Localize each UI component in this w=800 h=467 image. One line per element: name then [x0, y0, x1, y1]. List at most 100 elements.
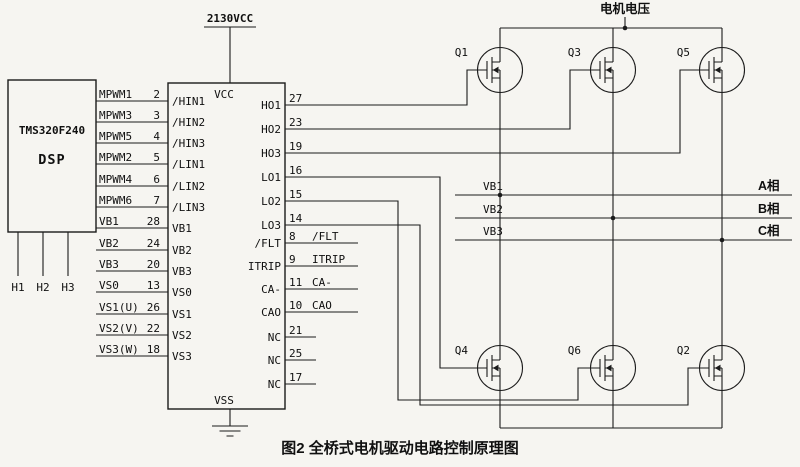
signal-label: MPWM3	[99, 109, 132, 122]
ic-right-pin-label: LO1	[261, 171, 281, 184]
ic-right-pin-number: 8	[289, 230, 296, 243]
signal-pin-number: 7	[153, 194, 160, 207]
ic-right-pin-number: 17	[289, 371, 302, 384]
ic-right-pin-label: HO1	[261, 99, 281, 112]
ic-vss-pin-label: VSS	[214, 394, 234, 407]
ic-left-pin-label: VS2	[172, 329, 192, 342]
hall-pin-label: H2	[36, 281, 49, 294]
mosfet-q5	[698, 46, 746, 94]
ic-right-pin-label: /FLT	[255, 237, 282, 250]
ic-right-pin-label: NC	[268, 378, 281, 391]
dsp-part-label: TMS320F240	[19, 124, 85, 137]
vcc-net-label: 2130VCC	[207, 12, 253, 25]
signal-label: MPWM5	[99, 130, 132, 143]
phase-name-label: B相	[758, 201, 780, 216]
signal-label: VS2(V)	[99, 322, 139, 335]
signal-label: VS1(U)	[99, 301, 139, 314]
junction-dot	[719, 237, 725, 243]
ic-right-pin-number: 9	[289, 253, 296, 266]
ic-right-pin-number: 27	[289, 92, 302, 105]
phase-net-label: VB1	[483, 180, 503, 193]
ic-right-pin-number: 19	[289, 140, 302, 153]
junction-dot	[610, 215, 616, 221]
hall-pin-label: H3	[61, 281, 74, 294]
signal-pin-number: 6	[153, 173, 160, 186]
phase-name-label: C相	[758, 223, 780, 238]
mosfet-label: Q4	[455, 344, 469, 357]
ic-left-pin-label: VS1	[172, 308, 192, 321]
ic-right-pin-label: HO3	[261, 147, 281, 160]
ic-right-pin-label: ITRIP	[248, 260, 281, 273]
ic-right-pin-number: 11	[289, 276, 302, 289]
ic-right-pin-label: LO2	[261, 195, 281, 208]
ic-right-pin-label: CAO	[261, 306, 281, 319]
mosfet-q6	[589, 344, 637, 392]
signal-pin-number: 28	[147, 215, 160, 228]
ic-right-pin-label: NC	[268, 331, 281, 344]
ic-left-pin-label: VS0	[172, 286, 192, 299]
ic-right-pin-number: 25	[289, 347, 302, 360]
ic-right-pin-label: HO2	[261, 123, 281, 136]
mosfet-label: Q3	[568, 46, 581, 59]
ic-right-pin-label: CA-	[261, 283, 281, 296]
ic-left-pin-label: /HIN3	[172, 137, 205, 150]
signal-pin-number: 22	[147, 322, 160, 335]
hall-pin-label: H1	[11, 281, 24, 294]
signal-pin-number: 5	[153, 151, 160, 164]
ic-left-pin-label: /LIN2	[172, 180, 205, 193]
mosfet-q3	[589, 46, 637, 94]
signal-pin-number: 20	[147, 258, 160, 271]
ic-left-pin-label: /HIN2	[172, 116, 205, 129]
dsp-name-label: DSP	[38, 152, 65, 168]
ic-right-pin-label: NC	[268, 354, 281, 367]
ic-right-pin-number: 10	[289, 299, 302, 312]
ic-left-pin-label: VB3	[172, 265, 192, 278]
mosfet-q2	[698, 344, 746, 392]
ic-right-pin-number: 21	[289, 324, 302, 337]
signal-pin-number: 26	[147, 301, 160, 314]
signal-label: VB3	[99, 258, 119, 271]
dsp-to-ic-wires	[96, 100, 168, 357]
ext-net-label: /FLT	[312, 230, 339, 243]
signal-label: VS3(W)	[99, 343, 139, 356]
junction-dot	[622, 25, 628, 31]
signal-pin-number: 4	[153, 130, 160, 143]
signal-pin-number: 2	[153, 88, 160, 101]
driver-ic-box	[167, 82, 286, 410]
phase-name-label: A相	[758, 178, 780, 193]
signal-label: VB1	[99, 215, 119, 228]
signal-label: VS0	[99, 279, 119, 292]
signal-label: VB2	[99, 237, 119, 250]
ic-vcc-pin-label: VCC	[214, 88, 234, 101]
gate-drive-wires	[285, 69, 699, 406]
mosfet-label: Q2	[677, 344, 690, 357]
hall-sensor-wires	[17, 232, 69, 276]
ic-left-pin-label: /LIN1	[172, 158, 205, 171]
ic-left-pin-label: /LIN3	[172, 201, 205, 214]
ic-right-pin-label: LO3	[261, 219, 281, 232]
vcc-wire	[204, 26, 256, 83]
signal-label: MPWM4	[99, 173, 132, 186]
ic-right-pin-number: 23	[289, 116, 302, 129]
ground-symbol	[212, 409, 248, 437]
ic-left-pin-label: /HIN1	[172, 95, 205, 108]
signal-pin-number: 24	[147, 237, 161, 250]
ic-left-pin-label: VS3	[172, 350, 192, 363]
ic-right-pin-number: 16	[289, 164, 302, 177]
ic-left-pin-label: VB1	[172, 222, 192, 235]
ext-net-label: CAO	[312, 299, 332, 312]
phase-lines	[455, 194, 792, 241]
mosfet-label: Q5	[677, 46, 690, 59]
phase-net-label: VB3	[483, 225, 503, 238]
mosfet-q1	[476, 46, 524, 94]
ext-net-label: CA-	[312, 276, 332, 289]
junction-dot	[497, 192, 503, 198]
signal-label: MPWM1	[99, 88, 132, 101]
mosfet-label: Q1	[455, 46, 468, 59]
ic-right-pin-number: 15	[289, 188, 302, 201]
mosfet-q4	[476, 344, 524, 392]
ic-right-pin-number: 14	[289, 212, 303, 225]
signal-pin-number: 3	[153, 109, 160, 122]
